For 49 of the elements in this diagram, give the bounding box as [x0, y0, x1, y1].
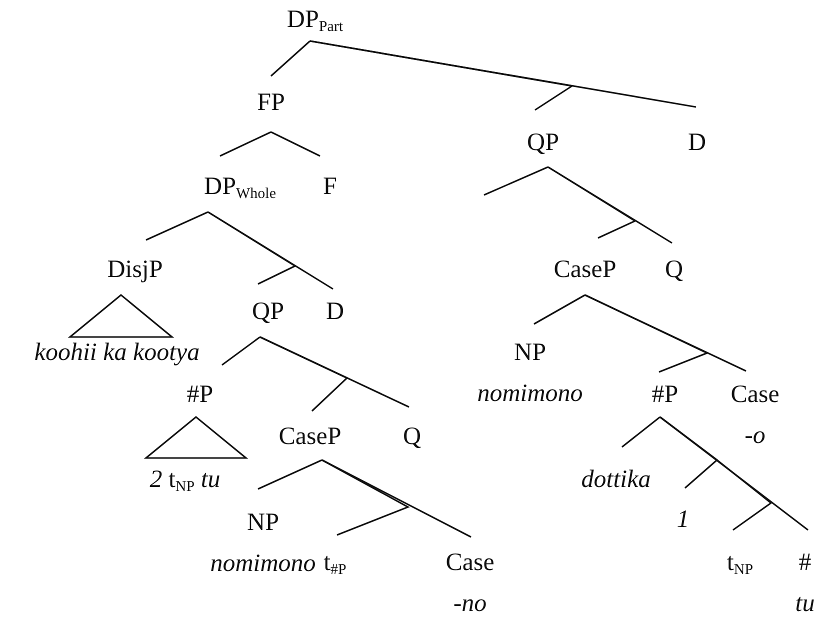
node-label: 2 t$_{NP}$ tu: [150, 465, 220, 495]
tree-branch: [220, 131, 272, 157]
tree-branch: [146, 211, 208, 241]
word-label: tu: [795, 589, 815, 619]
tree-branch: [260, 336, 410, 408]
node-label: dottika: [581, 465, 651, 495]
triangle-branch: [68, 294, 174, 338]
word-label: nomimono: [210, 549, 316, 579]
tree-branch: [548, 166, 672, 244]
tree-branch: [534, 294, 586, 325]
tree-branch: [270, 131, 320, 157]
word-label: nomimono: [477, 379, 583, 409]
node-label: CaseP: [554, 255, 616, 285]
tree-branch: [660, 416, 808, 531]
node-label: QP: [252, 297, 284, 327]
node-label: D: [326, 297, 344, 327]
node-label: t$_{#P}$: [324, 548, 346, 578]
node-label: DP$_{Part}$: [286, 5, 344, 35]
category-label: Case: [446, 548, 494, 578]
node-label: t$_{NP}$: [726, 548, 754, 578]
tree-branch: [258, 459, 322, 490]
tree-branch: [310, 40, 696, 108]
tree-branch: [270, 40, 311, 77]
word-label: -o: [744, 421, 766, 451]
node-label: FP: [257, 88, 285, 118]
tree-branch: [322, 459, 472, 538]
category-label: Case: [730, 380, 780, 410]
node-label: Q: [402, 422, 422, 452]
tree-branch: [484, 166, 548, 196]
tree-branch: [208, 211, 334, 290]
node-label: F: [323, 172, 337, 202]
category-label: NP: [513, 338, 547, 368]
word-label: -no: [452, 589, 488, 619]
node-label: QP: [527, 128, 559, 158]
node-label: koohii ka kootya: [34, 338, 200, 368]
node-label: D: [688, 128, 706, 158]
node-label: DP$_{Whole}$: [204, 172, 276, 202]
tree-branch: [584, 294, 746, 372]
tree-branch: [222, 336, 260, 366]
node-label: #P: [652, 380, 678, 410]
category-label: #: [798, 548, 812, 578]
category-label: NP: [246, 508, 280, 538]
node-label: #P: [186, 380, 214, 410]
triangle-branch: [144, 416, 248, 459]
node-label: 1: [676, 505, 690, 535]
node-label: CaseP: [278, 422, 342, 452]
node-label: Q: [664, 255, 684, 285]
node-label: DisjP: [107, 255, 163, 285]
tree-branch: [622, 416, 660, 448]
